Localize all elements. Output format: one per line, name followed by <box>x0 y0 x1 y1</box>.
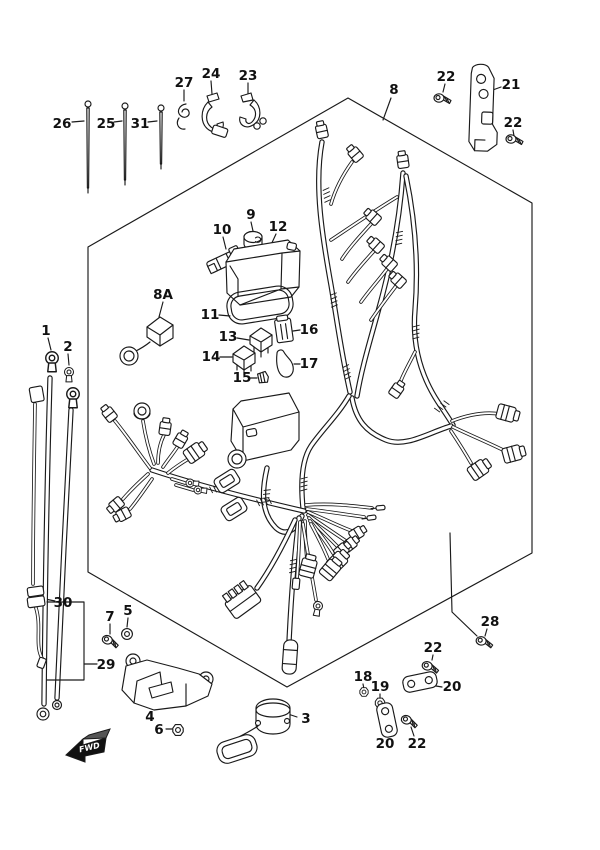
callout-23: 23 <box>239 68 258 84</box>
cable-tie-25 <box>121 102 129 186</box>
ring-terminal-2b <box>66 387 80 409</box>
callout-4: 4 <box>145 709 154 725</box>
callout-27: 27 <box>175 75 194 91</box>
callout-10: 10 <box>213 222 232 238</box>
callout-20-a: 20 <box>443 679 462 695</box>
callout-25: 25 <box>97 116 116 132</box>
fwd-arrow: FWD <box>65 728 111 763</box>
bracket-4 <box>121 653 214 711</box>
fuse-16 <box>274 314 294 344</box>
callout-22-d: 22 <box>408 736 427 752</box>
callout-31: 31 <box>131 116 150 132</box>
callout-7: 7 <box>105 609 114 625</box>
callout-30: 30 <box>54 595 73 611</box>
harness-boundary-outline <box>87 97 533 688</box>
cable-tie-31 <box>157 104 165 170</box>
callout-28: 28 <box>481 614 500 630</box>
boot-17 <box>276 349 294 378</box>
bracket-21 <box>468 63 498 152</box>
flat-connector <box>213 468 241 494</box>
ring-terminal-2 <box>63 366 75 383</box>
callout-24: 24 <box>202 66 221 82</box>
round-cap-connector <box>133 402 151 420</box>
callout-3: 3 <box>301 711 310 727</box>
callout-8A: 8A <box>153 287 173 303</box>
connector-small <box>28 385 45 404</box>
clip-15 <box>256 370 269 384</box>
callout-18: 18 <box>354 669 373 685</box>
fusebox-cover-12 <box>225 239 301 306</box>
callout-5: 5 <box>123 603 132 619</box>
callout-22-a: 22 <box>437 69 456 85</box>
connector-30 <box>26 585 45 598</box>
relay-8A <box>119 316 174 366</box>
callout-1: 1 <box>41 323 50 339</box>
clamp-23 <box>239 92 267 130</box>
bolt-22-right <box>505 134 524 146</box>
callout-9: 9 <box>246 207 255 223</box>
junction-box <box>227 392 300 469</box>
callout-20-b: 20 <box>376 736 395 752</box>
four-pin-connector <box>221 580 262 619</box>
callout-19: 19 <box>371 679 390 695</box>
callout-26: 26 <box>53 116 72 132</box>
callout-2: 2 <box>63 339 72 355</box>
callout-22-c: 22 <box>424 640 443 656</box>
callout-8: 8 <box>389 82 398 98</box>
callout-22-b: 22 <box>504 115 523 131</box>
battery-cables <box>26 351 85 721</box>
bolt-28 <box>474 635 495 649</box>
spade-terminal <box>291 577 301 591</box>
grommet-9 <box>243 230 263 251</box>
callout-21: 21 <box>502 77 521 93</box>
boot-connector <box>281 639 299 675</box>
sensor-3 <box>216 698 291 764</box>
flat-connector <box>220 496 248 522</box>
main-harness <box>98 119 528 675</box>
callout-11: 11 <box>201 307 220 323</box>
clamp-24 <box>201 92 229 138</box>
callout-16: 16 <box>300 322 319 338</box>
bracket-20-lower <box>375 701 399 739</box>
callout-labels: 26 25 31 27 24 23 8 22 21 22 9 10 12 8A … <box>41 66 522 752</box>
ring-terminal-1 <box>45 351 59 373</box>
washer-5 <box>121 628 133 640</box>
cable-tie-26 <box>84 100 92 194</box>
bracket-20-upper <box>401 670 439 694</box>
bolt-7 <box>100 633 121 649</box>
callout-17: 17 <box>300 356 319 372</box>
callout-15: 15 <box>233 370 252 386</box>
spade-terminal <box>36 656 47 669</box>
gasket-11 <box>226 285 294 325</box>
clamp-27 <box>176 103 190 130</box>
bolt-22-lower <box>399 713 420 729</box>
nut-6 <box>172 724 184 736</box>
callout-13: 13 <box>219 329 238 345</box>
callout-29: 29 <box>97 657 116 673</box>
bolt-22-top <box>433 93 452 105</box>
nut-18 <box>359 687 369 697</box>
callout-12: 12 <box>269 219 288 235</box>
group-bracket-29 <box>46 601 85 681</box>
callout-14: 14 <box>202 349 221 365</box>
callout-6: 6 <box>154 722 163 738</box>
